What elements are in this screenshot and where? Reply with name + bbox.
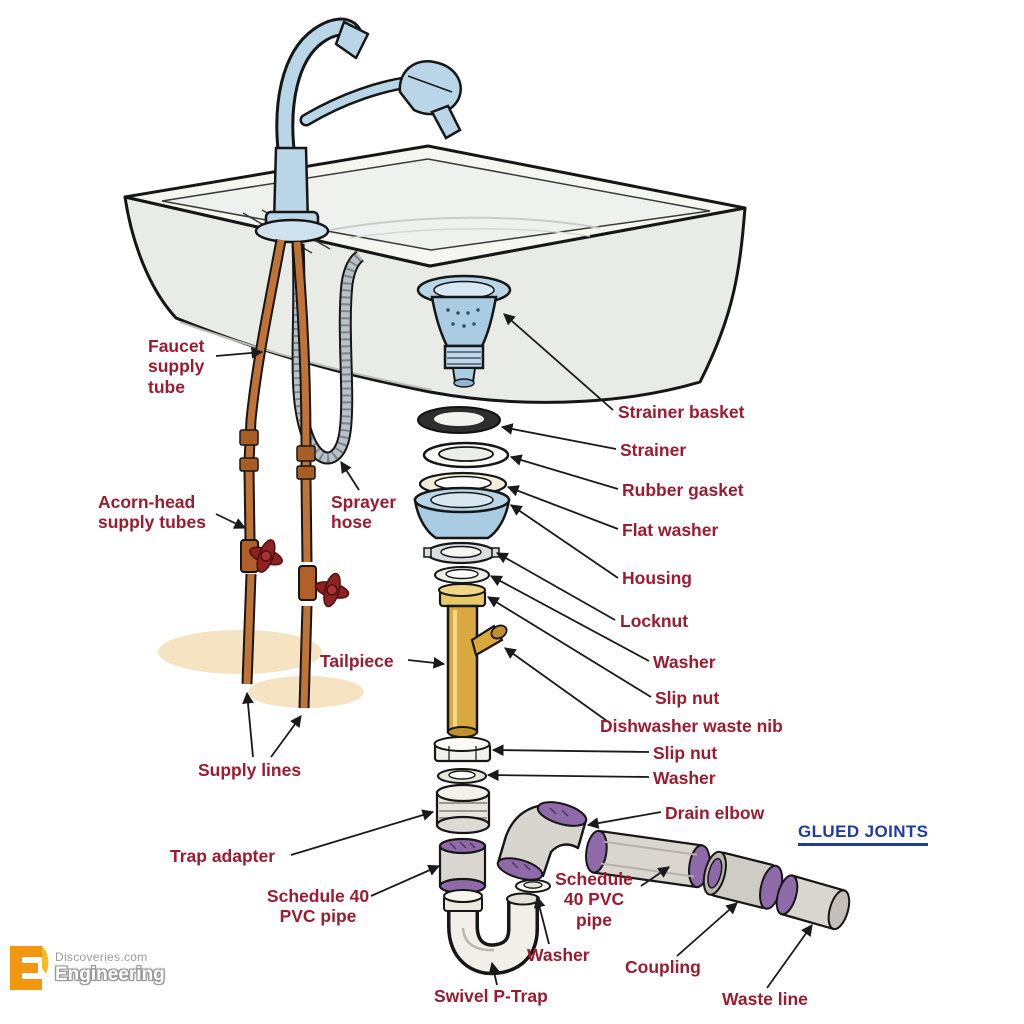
- acorn-head-nuts: [239, 429, 316, 480]
- sprayer-head: [398, 60, 462, 140]
- leader-lines: [215, 313, 813, 989]
- washer-upper: [434, 566, 490, 584]
- sink: [123, 144, 747, 404]
- leader-schedule40-right: [640, 866, 670, 887]
- dishwasher-waste-nib: [470, 624, 508, 657]
- engineering-discoveries-logo: [10, 946, 49, 990]
- leader-slip-nut-lower: [491, 744, 650, 756]
- label-washer-lower: Washer: [527, 945, 590, 965]
- label-swivel-p-trap: Swivel P-Trap: [434, 986, 548, 1006]
- label-rubber-gasket: Rubber gasket: [622, 480, 744, 500]
- leader-slip-nut-upper: [487, 596, 652, 698]
- leader-supply-lines-b: [270, 715, 302, 758]
- trap-adapter: [435, 783, 491, 835]
- supply-tubes: [239, 239, 316, 709]
- strainer-basket: [416, 274, 512, 388]
- housing: [413, 486, 511, 540]
- leader-strainer: [500, 423, 617, 450]
- label-waste-line: Waste line: [722, 989, 808, 1009]
- label-coupling: Coupling: [625, 957, 701, 977]
- sprayer-hose: [291, 243, 365, 465]
- label-trap-adapter: Trap adapter: [170, 846, 276, 866]
- label-faucet-supply-tube: Faucet supply tube: [148, 336, 205, 397]
- locknut: [423, 541, 500, 565]
- label-strainer: Strainer: [620, 440, 687, 460]
- leader-washer-mid: [486, 769, 650, 781]
- label-glued-joints: GLUED JOINTS: [798, 822, 929, 846]
- watermark-text: Discoveries.com Engineering: [55, 950, 165, 986]
- label-supply-lines: Supply lines: [198, 760, 302, 780]
- rubber-gasket: [422, 441, 510, 469]
- label-tailpiece: Tailpiece: [320, 651, 394, 671]
- leader-waste-line: [766, 924, 813, 989]
- leader-locknut: [495, 552, 616, 621]
- label-washer-mid: Washer: [653, 768, 716, 788]
- leader-tailpiece: [407, 657, 446, 669]
- pvc-pipe-left: [438, 837, 487, 895]
- faucet: [254, 17, 462, 244]
- leader-faucet-supply-tube: [215, 347, 264, 359]
- drain-elbow: [496, 801, 588, 881]
- coupling: [702, 850, 784, 910]
- label-strainer-basket: Strainer basket: [618, 402, 745, 422]
- leader-flat-washer: [506, 485, 619, 530]
- washer-lower: [515, 879, 551, 893]
- label-slip-nut-upper: Slip nut: [655, 688, 720, 708]
- leader-schedule40-left: [370, 864, 441, 897]
- strainer: [417, 406, 501, 434]
- watermark-brand: Engineering: [55, 964, 165, 985]
- leader-drain-elbow: [586, 811, 662, 829]
- leader-rubber-gasket: [509, 454, 619, 490]
- washer-mid: [437, 768, 487, 784]
- swivel-p-trap: [443, 889, 540, 976]
- leader-acorn-head: [215, 513, 247, 529]
- waste-line-pipe: [775, 874, 851, 931]
- leader-swivel-p-trap: [488, 961, 501, 986]
- label-sprayer-hose: Sprayer hose: [331, 492, 397, 533]
- leader-housing: [510, 504, 619, 579]
- label-schedule40-pvc-pipe-right: Schedule 40 PVC pipe: [555, 869, 633, 930]
- watermark-site: Discoveries.com: [55, 950, 148, 964]
- label-flat-washer: Flat washer: [622, 520, 719, 540]
- label-drain-elbow: Drain elbow: [665, 803, 765, 823]
- label-washer-upper: Washer: [653, 652, 716, 672]
- label-dishwasher-waste-nib: Dishwasher waste nib: [600, 716, 783, 736]
- leader-washer-lower: [533, 895, 550, 945]
- leader-dishwasher-waste-nib: [504, 647, 608, 722]
- leader-trap-adapter: [290, 809, 435, 856]
- leader-washer-upper: [489, 575, 650, 662]
- leader-sprayer-hose: [340, 461, 360, 491]
- watermark: Discoveries.com Engineering: [6, 944, 165, 992]
- label-slip-nut-lower: Slip nut: [653, 743, 718, 763]
- slip-nut-lower: [433, 736, 492, 763]
- leader-supply-lines-a: [242, 691, 254, 758]
- label-housing: Housing: [622, 568, 692, 588]
- label-locknut: Locknut: [620, 611, 689, 631]
- tailpiece: [438, 583, 508, 738]
- leader-coupling: [676, 902, 738, 957]
- label-acorn-head-supply-tubes: Acorn-head supply tubes: [98, 492, 206, 533]
- label-schedule40-pvc-pipe-left: Schedule 40 PVC pipe: [266, 886, 370, 927]
- leader-strainer-basket: [503, 313, 614, 411]
- shutoff-valves: [240, 539, 350, 608]
